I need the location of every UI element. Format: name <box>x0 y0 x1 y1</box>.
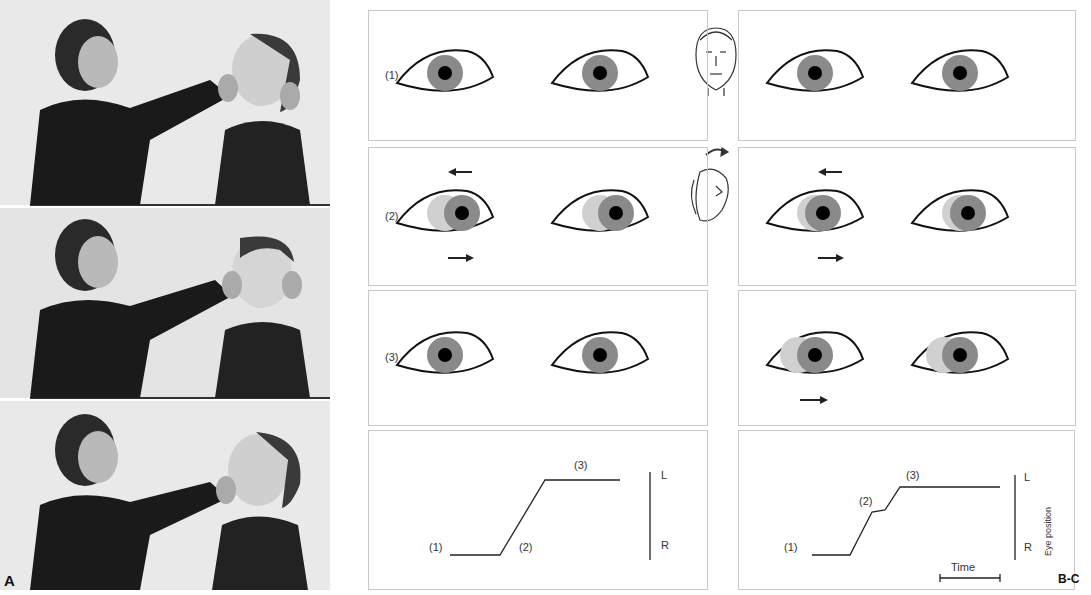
eye-position-trace <box>450 472 1015 582</box>
eye-pair <box>767 172 1008 258</box>
panel-box: (1) <box>368 10 708 141</box>
panel-label: L <box>661 469 667 482</box>
panel-label: (1) <box>429 541 442 554</box>
panel-box: (3) <box>368 290 708 426</box>
panel-label: Eye position <box>1042 507 1055 556</box>
panel-box: (1) (2) (3) L R Eye positionTime <box>738 430 1075 590</box>
panel-label: (3) <box>574 459 587 472</box>
eye-pair <box>397 332 648 373</box>
panel-label: (3) <box>385 351 398 364</box>
panel-frames <box>739 11 1076 426</box>
panel-label: (2) <box>519 541 532 554</box>
eye-pair <box>767 50 1008 91</box>
panel-label: (1) <box>784 541 797 554</box>
panel-label: Time <box>951 561 975 574</box>
photo-series <box>0 0 330 590</box>
panel-letter: A <box>4 572 15 589</box>
panel-label: (2) <box>859 495 872 508</box>
panel-label: (1) <box>385 69 398 82</box>
panel-box: (2) <box>368 147 708 286</box>
panel-label: R <box>1024 541 1032 554</box>
eye-pair <box>397 172 648 258</box>
panel-label: (2) <box>385 210 398 223</box>
panel-letter: B-C <box>1058 572 1079 586</box>
panel-label: R <box>661 539 669 552</box>
panel-box: (1) (2) (3) L R <box>368 430 708 590</box>
panel-label: (3) <box>906 469 919 482</box>
head-icon <box>691 28 736 221</box>
panel-label: L <box>1024 471 1030 484</box>
eye-pair <box>767 332 1008 400</box>
eye-pair <box>397 50 648 91</box>
